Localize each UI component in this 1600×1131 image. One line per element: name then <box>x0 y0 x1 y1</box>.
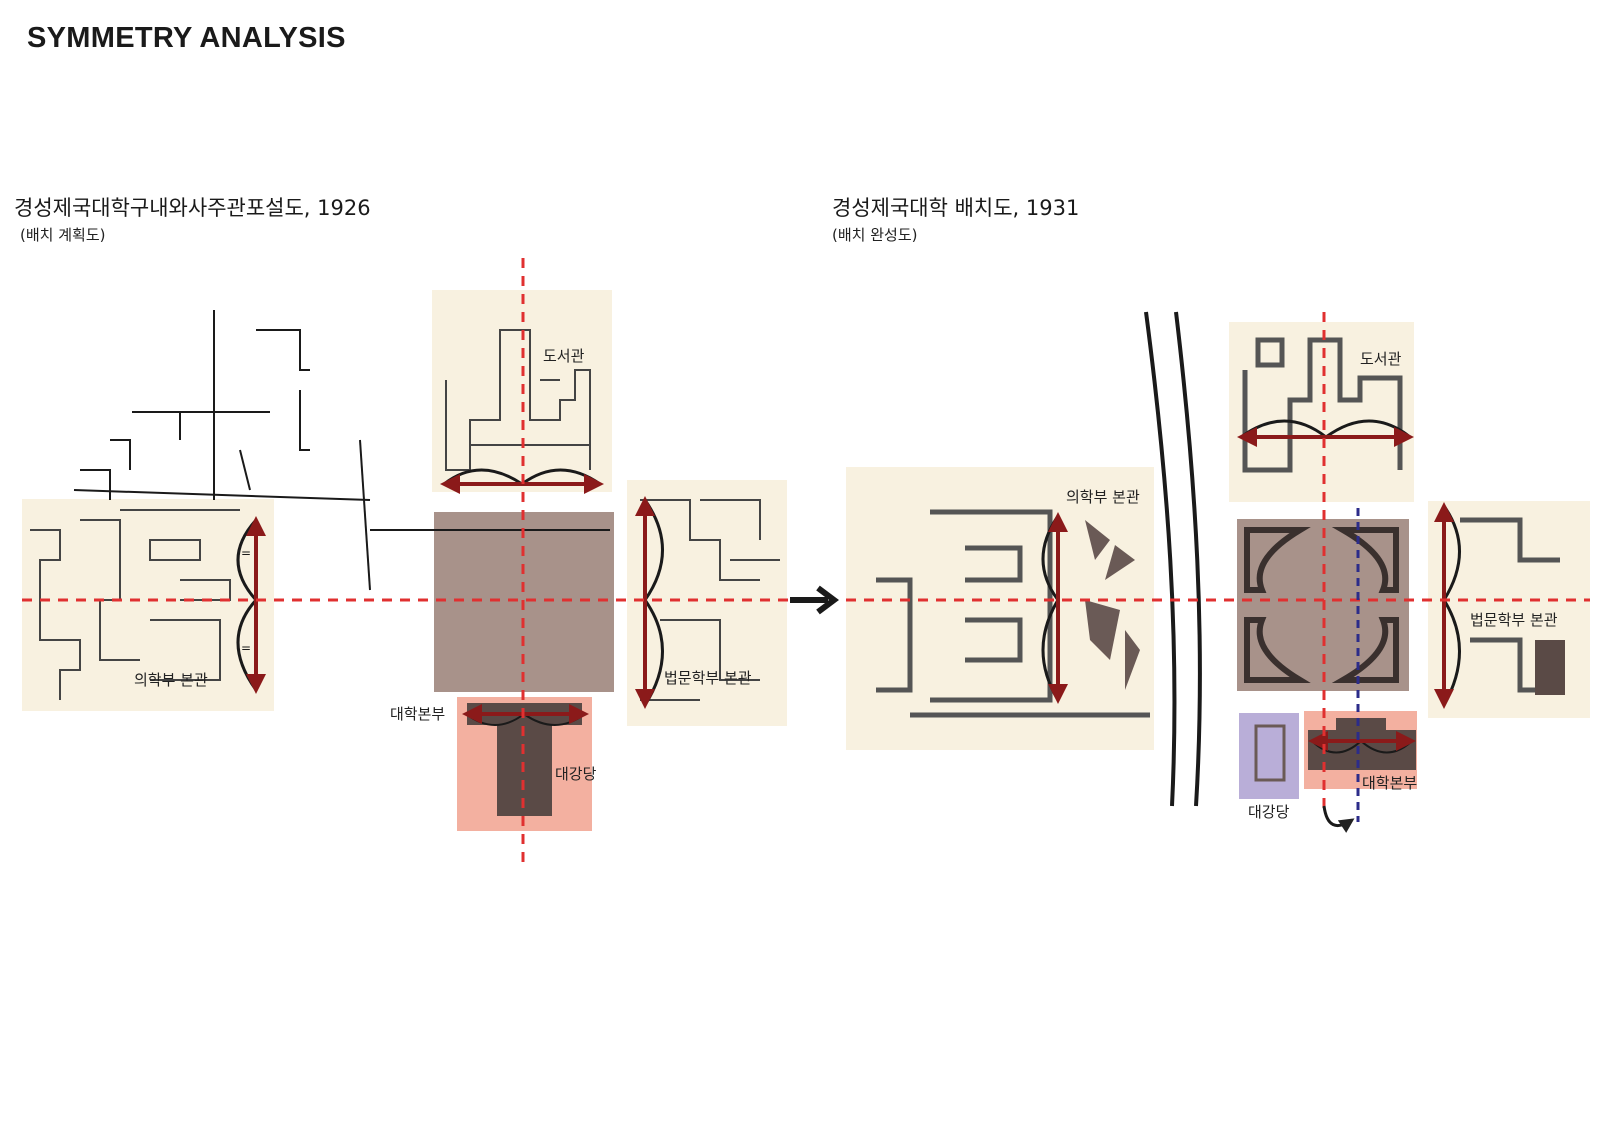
headquarters-symmetry-1926 <box>462 704 589 726</box>
plan-1931: 도서관 의학부 본관 법문학부 본관 대학본부 대강당 <box>846 311 1590 833</box>
medicine-symmetry-1926: = = <box>236 516 266 694</box>
plan-1926: = = 도서관 의학부 본관 법문학부 본관 대학본부 대강당 <box>22 258 790 870</box>
axis-shift-arrow <box>1322 805 1355 833</box>
library-symmetry-1931 <box>1237 419 1414 447</box>
law-symmetry-1926 <box>635 496 664 709</box>
library-label-1931: 도서관 <box>1360 350 1402 368</box>
auditorium-label-1931: 대강당 <box>1248 803 1290 821</box>
medicine-wing-shapes-1931 <box>1085 520 1140 690</box>
medicine-zone-1926 <box>22 499 274 711</box>
law-label-1926: 법문학부 본관 <box>664 669 752 687</box>
headquarters-label-1926: 대학본부 <box>390 705 445 723</box>
svg-text:=: = <box>241 641 251 655</box>
plan-1931-subtitle: (배치 완성도) <box>832 226 918 244</box>
library-building-1926 <box>445 329 591 471</box>
medicine-symmetry-1931 <box>1041 512 1068 704</box>
law-symmetry-1931 <box>1434 502 1461 709</box>
plaza-shapes-1931 <box>1244 527 1399 683</box>
auditorium-building-1931 <box>1254 724 1286 782</box>
plan-1926-subtitle: (배치 계획도) <box>20 226 106 244</box>
law-zone-1926 <box>627 480 787 726</box>
plan-1931-title: 경성제국대학 배치도, 1931 <box>832 196 1080 220</box>
library-label-1926: 도서관 <box>543 347 585 365</box>
page-title: SYMMETRY ANALYSIS <box>27 22 346 54</box>
transition-arrow <box>790 585 839 615</box>
law-block-1931 <box>1535 640 1565 695</box>
headquarters-symmetry-1931 <box>1308 731 1416 754</box>
auditorium-label-1926: 대강당 <box>555 765 597 783</box>
medicine-label-1931: 의학부 본관 <box>1066 488 1140 506</box>
pipe-network-1926 <box>73 310 610 591</box>
medicine-label-1926: 의학부 본관 <box>134 671 208 689</box>
headquarters-label-1931: 대학본부 <box>1362 774 1417 792</box>
law-label-1931: 법문학부 본관 <box>1470 611 1558 629</box>
plan-1926-title: 경성제국대학구내와사주관포설도, 1926 <box>14 196 371 220</box>
svg-text:=: = <box>241 546 251 560</box>
road-1931 <box>1144 311 1202 807</box>
